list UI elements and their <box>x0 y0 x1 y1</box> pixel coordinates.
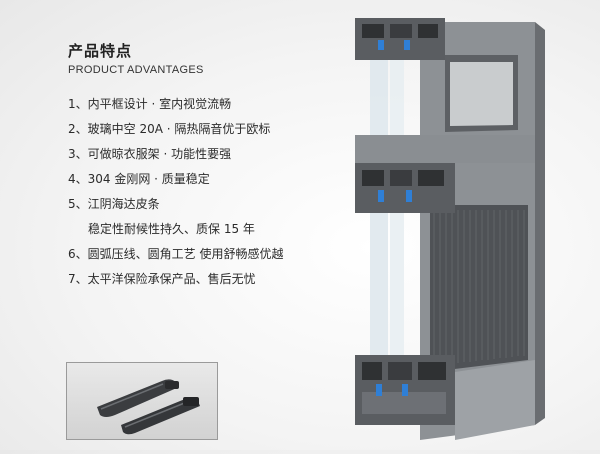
feature-item-5: 5、江阴海达皮条 <box>68 197 160 211</box>
page-subtitle: PRODUCT ADVANTAGES <box>68 64 204 76</box>
feature-item-1: 1、内平框设计 · 室内视觉流畅 <box>68 97 232 111</box>
feature-item-5-detail: 稳定性耐候性持久、质保 15 年 <box>88 222 255 236</box>
feature-item-6: 6、圆弧压线、圆角工艺 使用舒畅感优越 <box>68 247 284 261</box>
feature-item-7: 7、太平洋保险承保产品、售后无忧 <box>68 272 256 286</box>
feature-item-3: 3、可做晾衣服架 · 功能性要强 <box>68 147 232 161</box>
handle-hardware-icon <box>97 379 200 435</box>
window-profile-image <box>330 0 600 450</box>
feature-list: 1、内平框设计 · 室内视觉流畅 2、玻璃中空 20A · 隔热隔音优于欧标 3… <box>68 92 368 292</box>
feature-item-2: 2、玻璃中空 20A · 隔热隔音优于欧标 <box>68 122 271 136</box>
handle-hardware-image <box>66 362 218 440</box>
window-profile-icon <box>355 18 545 440</box>
feature-item-4: 4、304 金刚网 · 质量稳定 <box>68 172 210 186</box>
page-title: 产品特点 <box>68 42 133 60</box>
